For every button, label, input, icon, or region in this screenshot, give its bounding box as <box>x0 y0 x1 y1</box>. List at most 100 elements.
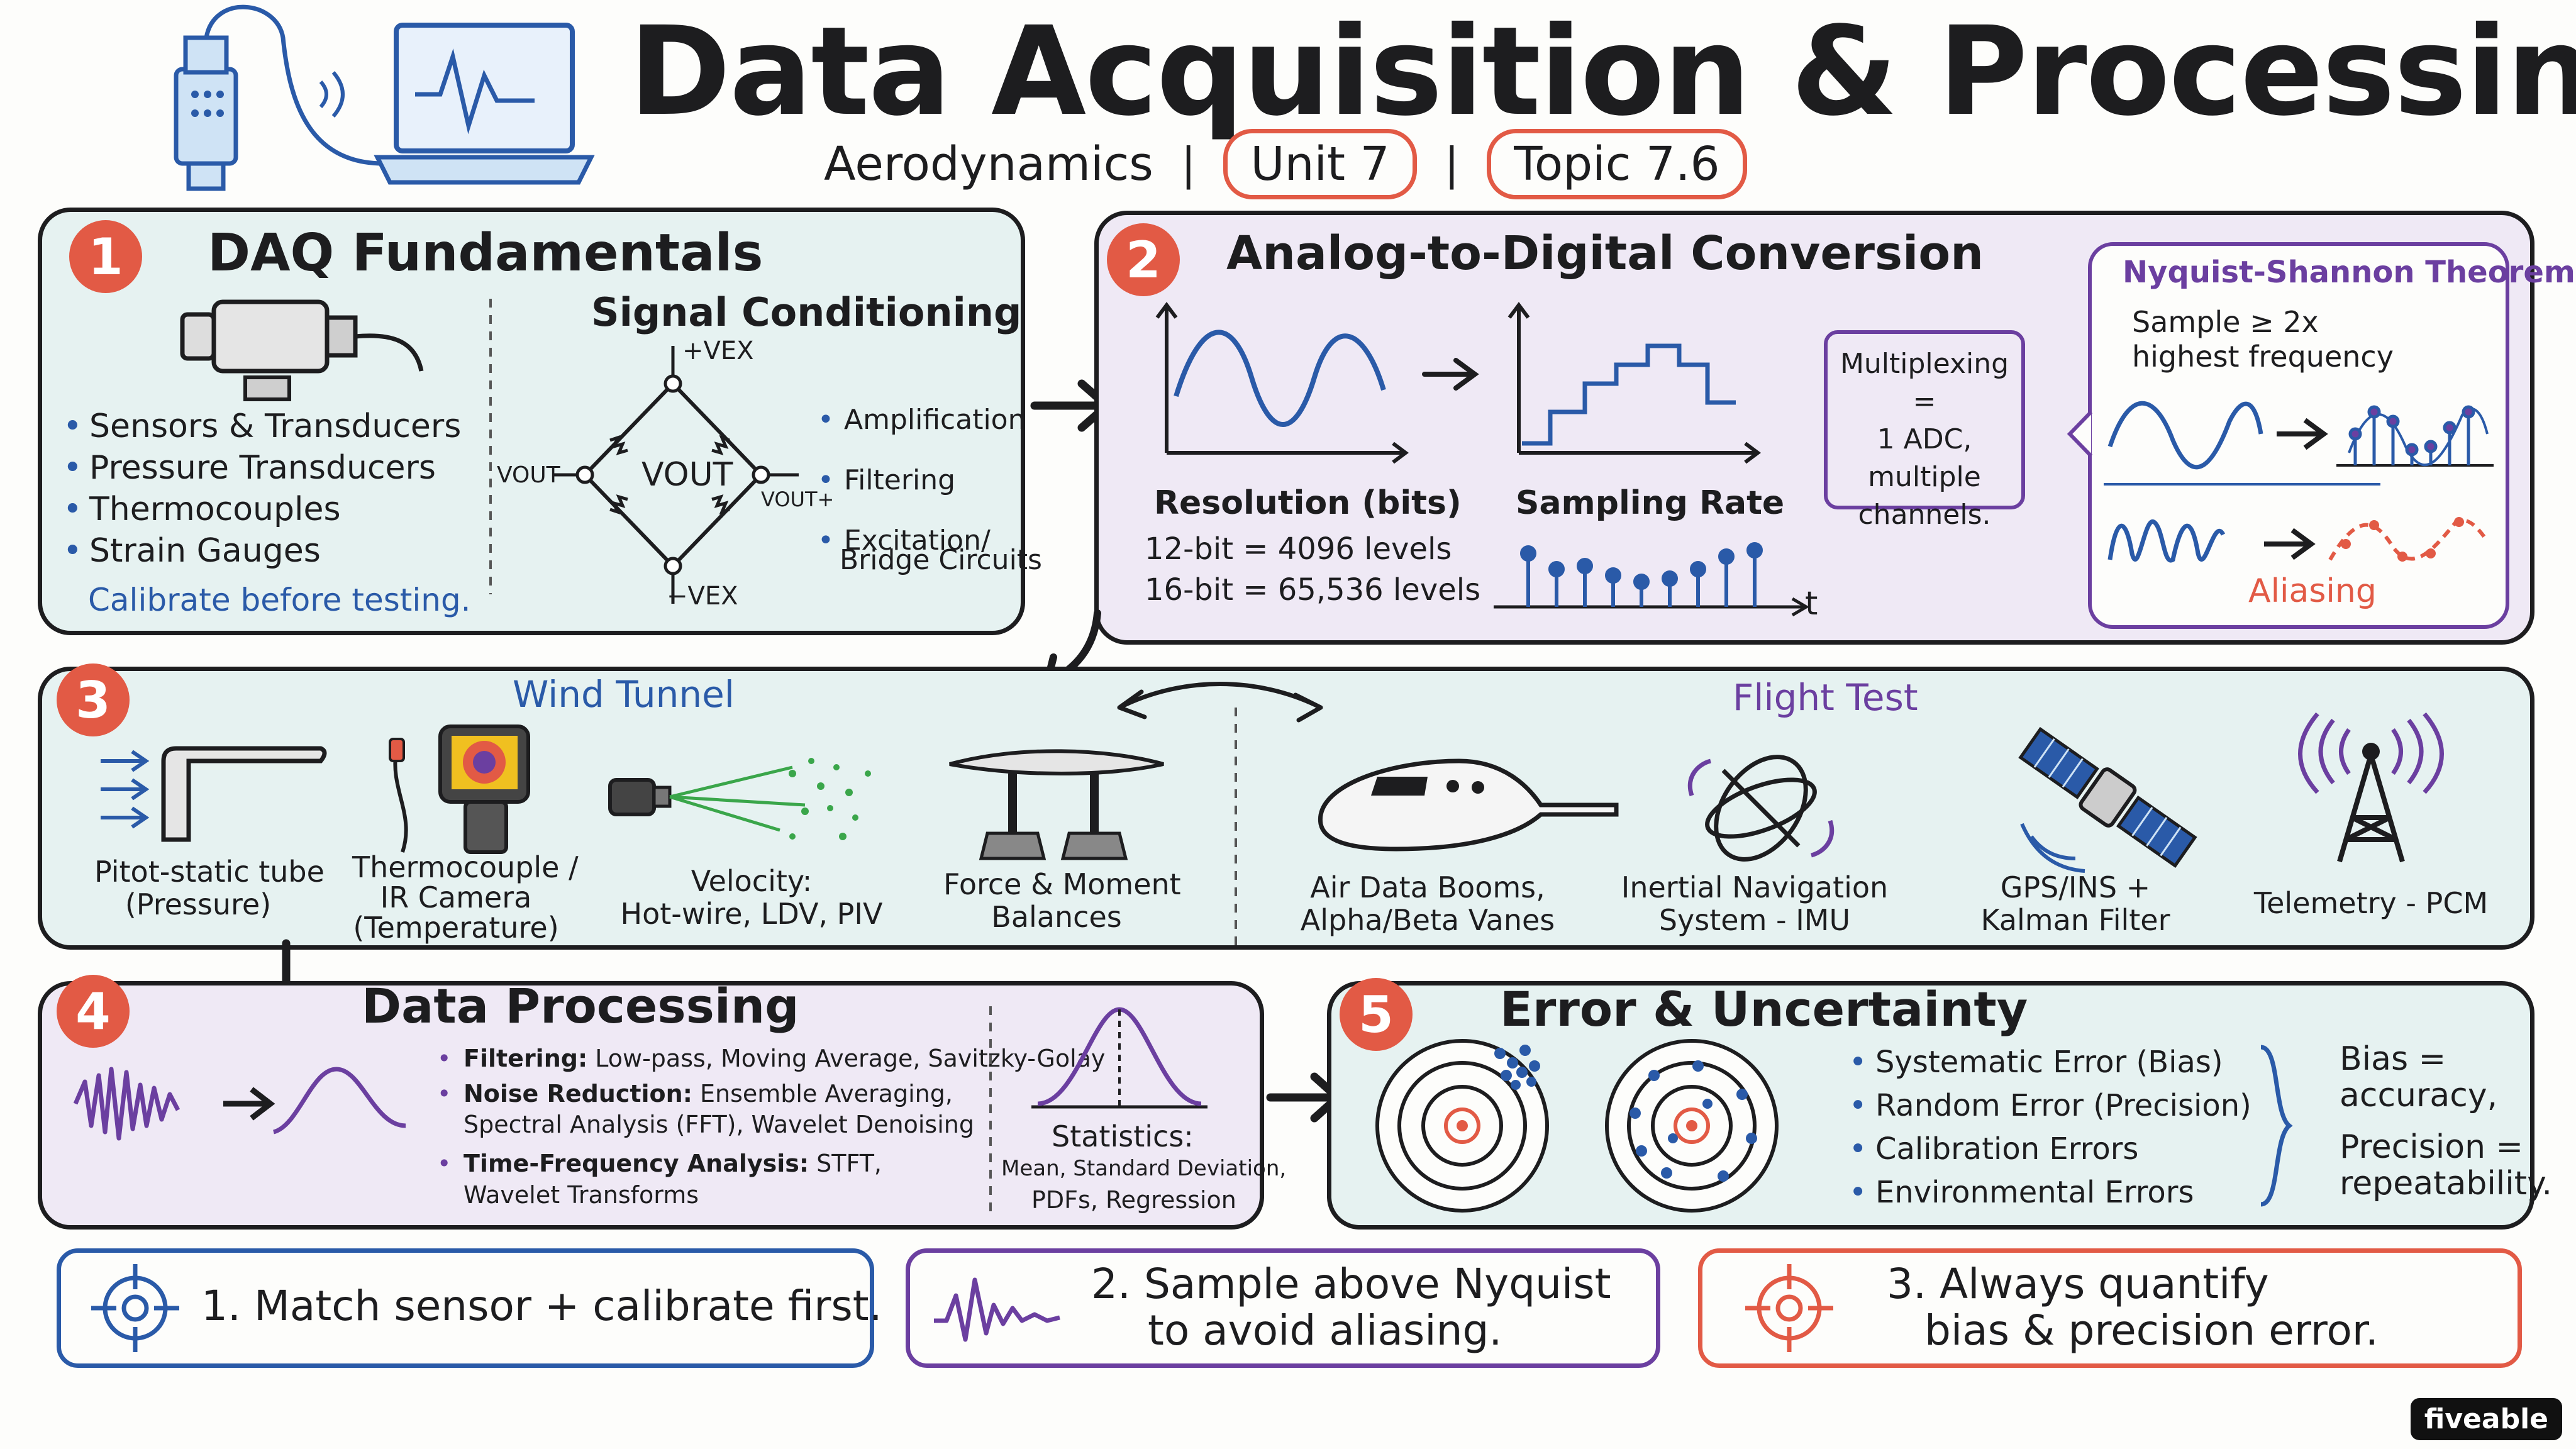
stats-title: Statistics: <box>1052 1119 1194 1153</box>
target-precision-icon <box>1605 1039 1779 1213</box>
ft-caption-gps: GPS/INS + Kalman Filter <box>1968 871 2182 936</box>
multiplexing-line: multiple <box>1868 461 1981 493</box>
arrow-right <box>1422 358 1479 391</box>
flight-test-title: Flight Test <box>1733 676 1918 719</box>
topic-pill: Topic 7.6 <box>1487 129 1747 199</box>
list-item: Sensors & Transducers <box>63 406 461 447</box>
caption-line: Inertial Navigation <box>1621 870 1889 904</box>
panel2-title: Analog-to-Digital Conversion <box>1226 226 1984 280</box>
divider <box>489 299 492 594</box>
resolution-title: Resolution (bits) <box>1154 484 1462 522</box>
unit-pill: Unit 7 <box>1223 129 1417 199</box>
satellite-icon <box>2018 726 2197 873</box>
subject-label: Aerodynamics <box>824 137 1153 191</box>
takeaway-line: to avoid aliasing. <box>1148 1306 1502 1355</box>
item-text: STFT, <box>809 1150 882 1177</box>
bridge-top-label: +VEX <box>682 336 754 365</box>
nyquist-title: Nyquist-Shannon Theorem <box>2123 255 2575 290</box>
nyquist-line: highest frequency <box>2132 340 2394 374</box>
noisy-to-smooth-signal <box>73 1067 406 1141</box>
takeaway-line: 2. Sample above Nyquist <box>1091 1260 1611 1308</box>
sampling-title: Sampling Rate <box>1516 484 1785 522</box>
caption-line: (Pressure) <box>125 887 272 921</box>
list-item: Thermocouples <box>63 489 461 530</box>
processing-list-cont: Spectral Analysis (FFT), Wavelet Denoisi… <box>464 1111 974 1138</box>
aliasing-illustration <box>2107 517 2489 563</box>
list-item: Filtering <box>818 450 1026 511</box>
list-item: Excitation/ <box>818 511 1026 571</box>
bridge-left-label: VOUT− <box>497 462 579 488</box>
list-item: Time-Frequency Analysis: STFT, <box>437 1146 882 1181</box>
wt-caption-pitot: Pitot-static tube (Pressure) <box>94 855 325 921</box>
caption-line: IR Camera <box>380 880 532 914</box>
badge-3: 3 <box>57 663 130 736</box>
list-item: Systematic Error (Bias) <box>1849 1041 2251 1084</box>
aliasing-label: Aliasing <box>2248 572 2377 610</box>
stats-line: PDFs, Regression <box>1031 1186 1236 1214</box>
wt-caption-velocity: Velocity: Hot-wire, LDV, PIV <box>619 865 884 930</box>
caption-line: Kalman Filter <box>1980 903 2170 937</box>
caption-line: Balances <box>991 900 1122 934</box>
caption-line: Air Data Booms, <box>1310 870 1545 904</box>
item-label: Time-Frequency Analysis: <box>464 1150 809 1177</box>
tower-icon <box>2298 712 2444 863</box>
processing-list: Filtering: Low-pass, Moving Average, Sav… <box>437 1041 1105 1111</box>
separator: | <box>1444 138 1460 190</box>
airplane-icon <box>1318 758 1619 852</box>
list-item: Filtering: Low-pass, Moving Average, Sav… <box>437 1041 1105 1076</box>
caption-line: System - IMU <box>1658 903 1851 937</box>
resolution-line-16bit: 16-bit = 65,536 levels <box>1145 572 1481 608</box>
list-item: Pressure Transducers <box>63 447 461 489</box>
time-axis-label: t <box>1805 585 1818 623</box>
list-item: Random Error (Precision) <box>1849 1084 2251 1128</box>
caption-line: GPS/INS + <box>2000 870 2151 904</box>
callout-pointer <box>2067 410 2093 458</box>
precision-summary: Precision = repeatability. <box>2340 1129 2552 1202</box>
caption-line: Force & Moment <box>943 867 1181 901</box>
takeaway-2-text: 2. Sample above Nyquist to avoid aliasin… <box>1091 1261 1611 1354</box>
caption-line: Hot-wire, LDV, PIV <box>620 897 883 931</box>
summary-line: accuracy, <box>2340 1077 2498 1114</box>
processing-list: Time-Frequency Analysis: STFT, <box>437 1146 882 1181</box>
caption-line: Pitot-static tube <box>94 855 325 889</box>
bias-summary: Bias = accuracy, <box>2340 1041 2497 1114</box>
wt-caption-thermo: Thermocouple / IR Camera (Temperature) <box>352 852 579 943</box>
badge-5: 5 <box>1340 978 1413 1051</box>
takeaway-1-text: 1. Match sensor + calibrate first. <box>201 1282 882 1330</box>
transducer-icon <box>180 299 424 401</box>
resolution-line-12bit: 12-bit = 4096 levels <box>1145 531 1452 567</box>
target-bias-icon <box>1375 1039 1549 1213</box>
panel5-title: Error & Uncertainty <box>1500 981 2028 1037</box>
bell-curve-icon <box>1031 1007 1208 1109</box>
wind-tunnel-title: Wind Tunnel <box>513 673 735 716</box>
sensor-list: Sensors & Transducers Pressure Transduce… <box>63 406 461 572</box>
takeaway-card-1 <box>57 1248 874 1368</box>
brace-icon <box>2260 1045 2293 1207</box>
takeaway-line: 3. Always quantify <box>1887 1260 2269 1308</box>
processing-list-cont: Wavelet Transforms <box>464 1181 699 1209</box>
summary-line: Bias = <box>2340 1040 2446 1078</box>
wheatstone-bridge-diagram <box>553 346 799 604</box>
crosshair-icon <box>91 1264 179 1352</box>
list-item: Noise Reduction: Ensemble Averaging, <box>437 1076 1105 1111</box>
takeaway-line: bias & precision error. <box>1924 1306 2379 1355</box>
panel1-title: DAQ Fundamentals <box>208 223 763 283</box>
badge-4: 4 <box>57 975 130 1048</box>
nyquist-line: Sample ≥ 2x <box>2132 305 2319 339</box>
brand-logo[interactable]: fiveable <box>2410 1398 2562 1440</box>
analog-signal-graph <box>1155 302 1409 464</box>
takeaway-card-2 <box>906 1248 1660 1368</box>
error-list: Systematic Error (Bias) Random Error (Pr… <box>1849 1041 2251 1214</box>
calibrate-note: Calibrate before testing. <box>88 582 471 618</box>
conditioning-list-cont: Bridge Circuits <box>840 544 1042 576</box>
crosshair-icon <box>1745 1264 1833 1352</box>
list-item: Calibration Errors <box>1849 1128 2251 1171</box>
bridge-bottom-label: −VEX <box>667 582 738 611</box>
divider <box>2104 483 2380 486</box>
bridge-center-label: VOUT <box>641 456 733 494</box>
separator: | <box>1180 138 1196 190</box>
ft-caption-booms: Air Data Booms, Alpha/Beta Vanes <box>1296 871 1560 936</box>
caption-line: Velocity: <box>691 864 813 898</box>
ir-camera-icon <box>389 724 530 854</box>
multiplexing-line: channels. <box>1858 499 1991 531</box>
